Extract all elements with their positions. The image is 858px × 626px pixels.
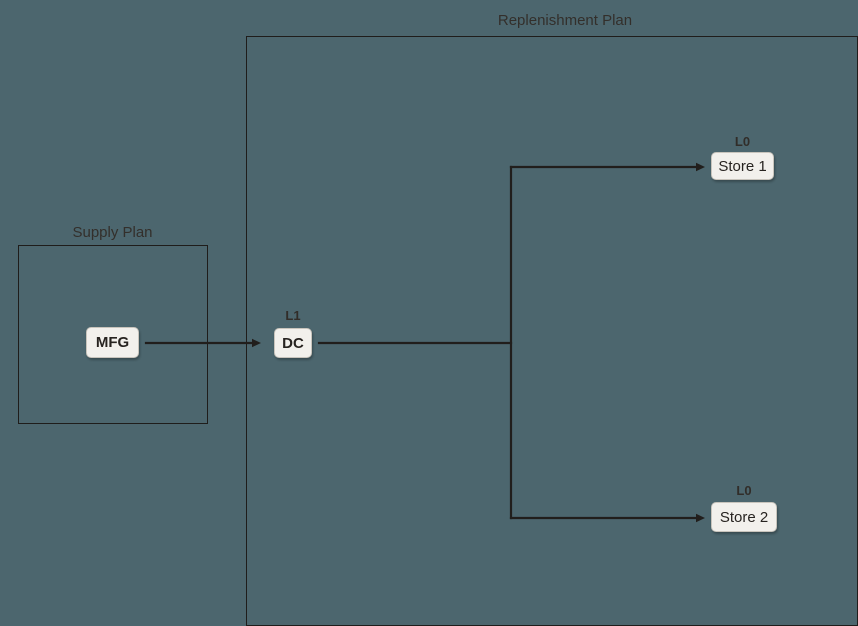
supply-plan-title: Supply Plan — [72, 224, 153, 241]
tier-label-store2: L0 — [736, 483, 752, 498]
tier-label-store1: L0 — [734, 134, 751, 149]
node-dc: DC — [274, 328, 312, 358]
node-mfg: MFG — [86, 327, 139, 358]
replenishment-plan-region — [246, 36, 858, 626]
node-store2: Store 2 — [711, 502, 777, 532]
tier-label-dc: L1 — [285, 308, 301, 323]
node-store1: Store 1 — [711, 152, 774, 180]
replenishment-plan-title: Replenishment Plan — [497, 12, 633, 29]
supply-plan-region — [18, 245, 208, 424]
